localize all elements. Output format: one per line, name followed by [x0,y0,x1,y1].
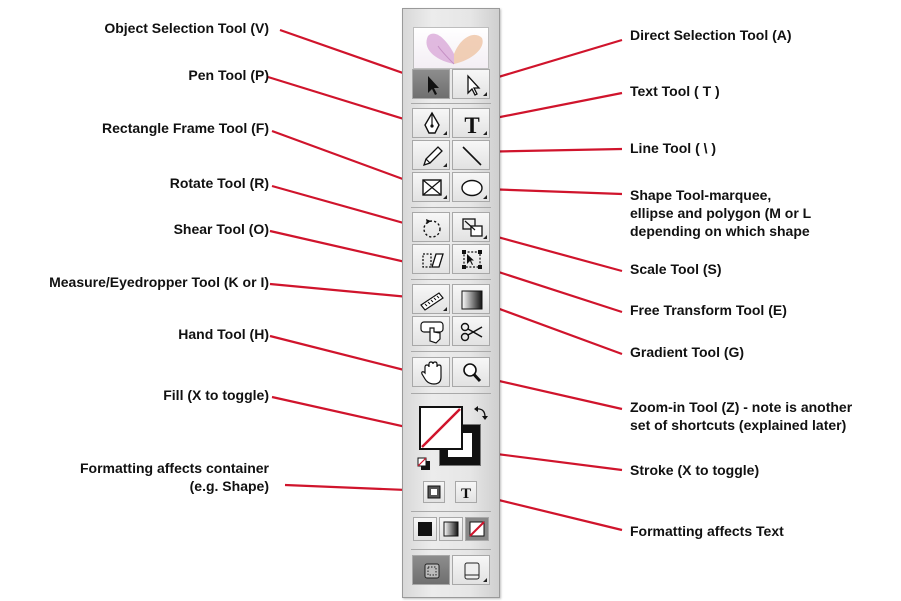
text-format-icon: T [461,486,471,502]
free-transform-tool[interactable] [452,244,490,274]
fill-swatch[interactable] [419,406,463,450]
label-zoom: Zoom-in Tool (Z) - note is another set o… [630,399,853,433]
gradient-tool[interactable] [452,284,490,314]
line-icon [462,146,482,166]
label-gradient: Gradient Tool (G) [630,344,745,360]
ellipse-icon [461,179,483,197]
object-selection-tool[interactable] [412,69,450,99]
apply-gradient-button[interactable] [439,517,463,541]
label-formatting-text: Formatting affects Text [630,523,784,539]
label-scale: Scale Tool (S) [630,261,722,277]
hand-tool[interactable] [412,357,450,387]
scale-tool[interactable] [452,212,490,242]
label-object-selection: Object Selection Tool (V) [104,20,269,36]
rectangle-frame-tool[interactable] [412,172,450,202]
label-rectangle-frame: Rectangle Frame Tool (F) [102,120,269,136]
direct-selection-arrow-icon [467,74,481,96]
apply-none-icon [469,521,485,537]
default-colors-icon[interactable] [417,457,431,471]
leader-fill [271,395,425,433]
preview-view-icon [464,562,480,580]
container-icon [427,485,441,499]
pencil-icon [422,146,443,167]
measure-icon [420,292,444,311]
button-tool[interactable] [412,316,450,346]
label-measure: Measure/Eyedropper Tool (K or I) [49,274,269,290]
label-free-transform: Free Transform Tool (E) [630,302,787,318]
normal-view-icon [424,563,440,579]
zoom-icon [463,363,482,383]
preview-view-button[interactable] [452,555,490,585]
pencil-tool[interactable] [412,140,450,170]
ellipse-tool[interactable] [452,172,490,202]
label-stroke: Stroke (X to toggle) [630,462,760,478]
leader-object-selection [279,28,424,82]
swap-arrows-icon[interactable] [473,405,489,421]
leader-free-transform [479,264,623,314]
normal-view-button[interactable] [412,555,450,585]
formatting-container-button[interactable] [423,481,445,503]
type-tool[interactable]: T [452,108,490,138]
apply-none-button[interactable] [465,517,489,541]
butterfly-logo-icon [413,27,489,69]
shear-tool[interactable] [412,244,450,274]
scale-icon [462,218,483,237]
apply-gradient-icon [443,521,459,537]
line-tool[interactable] [452,140,490,170]
type-icon: T [464,113,479,138]
leader-text [479,91,623,123]
measure-tool[interactable] [412,284,450,314]
label-shear: Shear Tool (O) [173,221,269,237]
eyedropper-hand-icon [420,321,444,344]
label-direct-selection: Direct Selection Tool (A) [630,27,792,43]
rotate-icon [423,219,441,238]
scissors-icon [460,322,483,342]
label-formatting-container: Formatting affects container (e.g. Shape… [79,460,269,494]
leader-gradient [485,302,623,356]
label-text: Text Tool ( T ) [630,83,720,99]
label-shape: Shape Tool-marquee, ellipse and polygon … [630,187,812,239]
rectangle-frame-icon [422,179,442,196]
label-fill: Fill (X to toggle) [163,387,269,403]
gradient-icon [461,290,483,310]
direct-selection-tool[interactable] [452,69,490,99]
label-line: Line Tool ( \ ) [630,140,717,156]
zoom-tool[interactable] [452,357,490,387]
svg-text:T: T [461,486,471,502]
fill-swatch-icon [421,408,461,448]
label-rotate: Rotate Tool (R) [169,175,269,191]
label-hand: Hand Tool (H) [178,326,269,342]
hand-icon [421,361,442,385]
formatting-text-button[interactable]: T [455,481,477,503]
apply-color-icon [418,522,432,536]
leader-zoom [485,376,623,411]
svg-text:T: T [464,113,479,138]
leader-shape [483,187,623,196]
leader-pen [267,75,421,126]
leader-hand [269,334,421,376]
shear-icon [422,253,444,268]
scissors-tool[interactable] [452,316,490,346]
apply-color-button[interactable] [413,517,437,541]
leader-scale [482,231,623,273]
selection-arrow-icon [428,76,439,95]
pen-icon [424,111,440,134]
leader-rotate [271,184,426,231]
pen-tool[interactable] [412,108,450,138]
free-transform-icon [462,250,482,269]
leader-stroke [480,450,623,472]
leader-shear [269,229,424,268]
rotate-tool[interactable] [412,212,450,242]
label-pen: Pen Tool (P) [188,67,269,83]
tools-panel: T [402,8,500,598]
